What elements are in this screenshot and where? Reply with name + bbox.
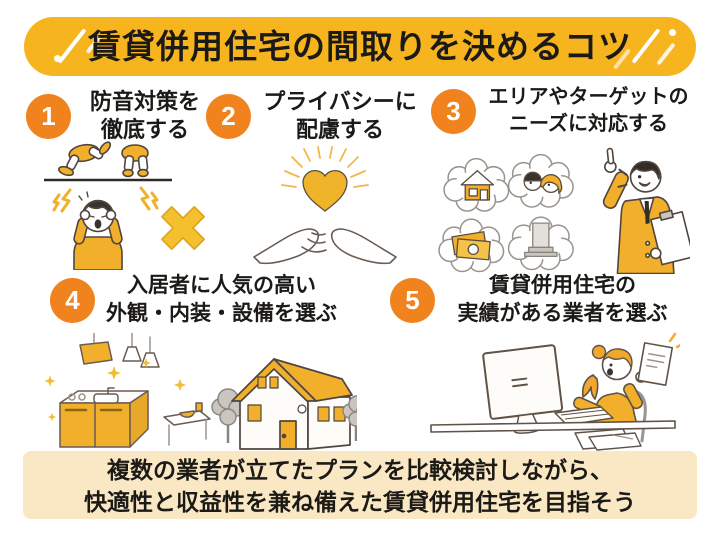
tip-2-number-badge: 2 bbox=[206, 93, 251, 139]
tip-2-title-line1: プライバシーに bbox=[263, 89, 417, 114]
house-icon bbox=[460, 170, 495, 201]
noise-complaint-illustration bbox=[40, 138, 215, 270]
tip-4-number-badge: 4 bbox=[50, 277, 95, 323]
summary-line2: 快適性と収益性を兼ね備えた賃貸併用住宅を目指そう bbox=[84, 489, 636, 515]
keyboard-icon bbox=[554, 406, 614, 426]
rays-icon bbox=[281, 146, 369, 188]
tip-4-title-line2: 外観・内装・設備を選ぶ bbox=[106, 302, 337, 325]
summary-banner: 複数の業者が立てたプランを比較検討しながら、 快適性と収益性を兼ね備えた賃貸併用… bbox=[23, 451, 697, 519]
noise-bolts-icon bbox=[52, 186, 159, 213]
banner-dot-decoration bbox=[669, 29, 676, 36]
house-exterior-icon bbox=[211, 358, 357, 450]
tip-4-header: 4 入居者に人気の高い 外観・内装・設備を選ぶ bbox=[50, 272, 340, 328]
tip-4-title: 入居者に人気の高い 外観・内装・設備を選ぶ bbox=[103, 272, 340, 328]
tip-2-title: プライバシーに 配慮する bbox=[259, 88, 421, 144]
distressed-person bbox=[73, 199, 123, 270]
tip-3-title-line2: ニーズに対応する bbox=[509, 113, 668, 135]
tip-2-title-line2: 配慮する bbox=[295, 117, 384, 142]
tip-3-title-line1: エリアやターゲットの bbox=[488, 86, 689, 108]
stomping-feet-icon bbox=[57, 141, 149, 178]
tip-5-title-line2: 実績がある業者を選ぶ bbox=[457, 302, 668, 325]
tip-5-header: 5 賃貸併用住宅の 実績がある業者を選ぶ bbox=[390, 272, 682, 328]
tip-1-title-line1: 防音対策を bbox=[89, 89, 200, 114]
tip-3-title: エリアやターゲットの ニーズに対応する bbox=[484, 84, 693, 138]
tip-3-header: 3 エリアやターゲットの ニーズに対応する bbox=[431, 84, 693, 138]
hands-holding-heart-illustration bbox=[252, 146, 398, 268]
papers-icon bbox=[574, 428, 642, 451]
title-banner: 賃貸併用住宅の間取りを決めるコツ bbox=[24, 17, 696, 76]
page-title: 賃貸併用住宅の間取りを決めるコツ bbox=[88, 28, 632, 65]
tip-5-title: 賃貸併用住宅の 実績がある業者を選ぶ bbox=[443, 272, 682, 328]
banner-dot-decoration bbox=[54, 55, 61, 62]
tip-4-title-line1: 入居者に人気の高い bbox=[127, 274, 316, 297]
building-icon bbox=[524, 222, 558, 258]
tip-1-title: 防音対策を 徹底する bbox=[79, 88, 211, 144]
summary-line1: 複数の業者が立てたプランを比較検討しながら、 bbox=[107, 457, 613, 483]
clipboard-icon bbox=[650, 209, 690, 266]
desk bbox=[430, 420, 676, 433]
sparkle-icon bbox=[44, 358, 187, 422]
tip-3-number-badge: 3 bbox=[431, 88, 476, 134]
tip-1-header: 1 防音対策を 徹底する bbox=[26, 88, 211, 144]
cupped-hands-icon bbox=[253, 228, 397, 265]
tip-1-number-badge: 1 bbox=[26, 93, 71, 139]
needs-thought-bubbles-illustration bbox=[436, 138, 690, 274]
kitchen-and-house-illustration bbox=[42, 333, 357, 459]
kitchen-icon bbox=[59, 333, 211, 448]
tip-5-title-line1: 賃貸併用住宅の bbox=[489, 274, 636, 297]
couple-icon bbox=[523, 171, 563, 195]
tip-5-number-badge: 5 bbox=[390, 277, 435, 323]
tip-2-header: 2 プライバシーに 配慮する bbox=[206, 88, 421, 144]
document-icon bbox=[637, 342, 674, 386]
heart-icon bbox=[302, 169, 348, 212]
money-icon bbox=[451, 231, 491, 261]
real-estate-agent bbox=[602, 147, 690, 274]
x-mark-icon bbox=[160, 205, 206, 251]
woman-researching-at-computer-illustration bbox=[426, 331, 680, 459]
tip-1-title-line2: 徹底する bbox=[100, 117, 189, 142]
